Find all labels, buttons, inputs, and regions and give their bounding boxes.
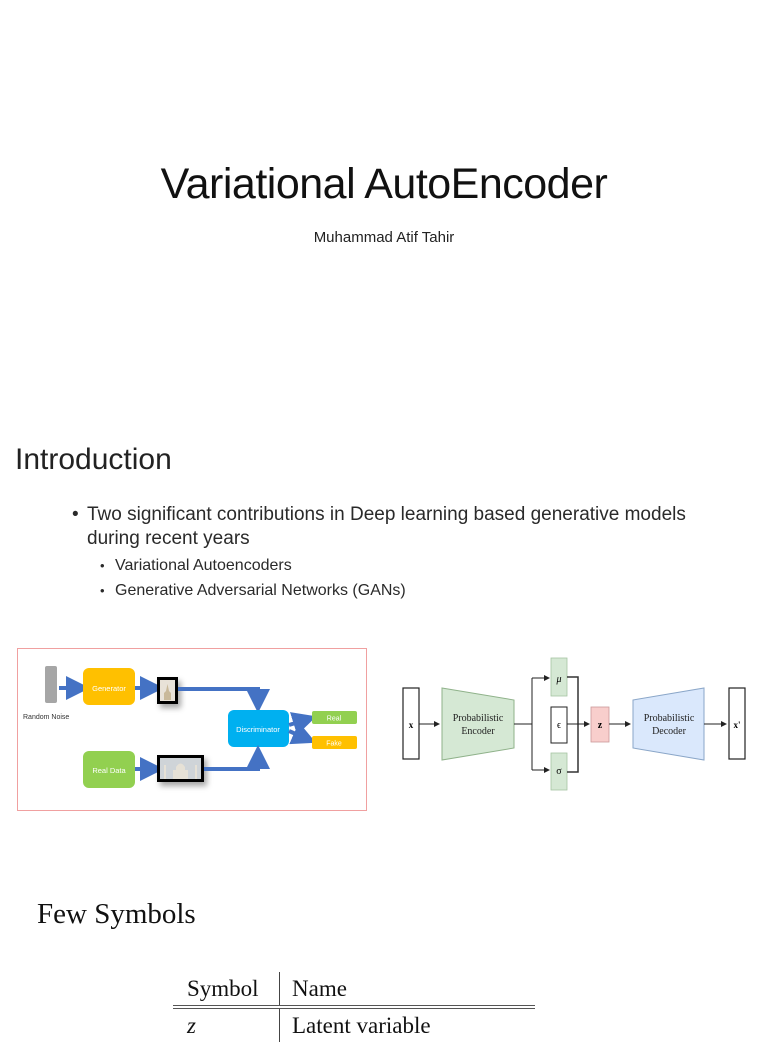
gan-diagram-svg: Random Noise Generator Discriminator Rea…	[23, 666, 357, 788]
noise-label: Random Noise	[23, 714, 69, 721]
output-x-box	[728, 687, 746, 760]
cell-symbol: z	[173, 1009, 280, 1042]
arrow-fake-discriminator	[178, 687, 270, 713]
bullet-item: Two significant contributions in Deep le…	[72, 503, 712, 551]
gan-diagram: Random Noise Generator Discriminator Rea…	[17, 648, 367, 811]
arrow-real-discriminator	[204, 745, 270, 771]
symbols-heading: Few Symbols	[37, 898, 196, 930]
cell-name: Latent variable	[292, 1012, 431, 1038]
vae-diagram: x Probabilistic Encoder μ ϵ σ z Probabil…	[398, 652, 753, 794]
real-data-label: Real Data	[92, 766, 126, 775]
output-x-label: x'	[733, 720, 740, 730]
discriminator-label: Discriminator	[236, 725, 280, 734]
intro-heading: Introduction	[15, 443, 172, 476]
title-slide-author: Muhammad Atif Tahir	[313, 229, 455, 246]
header-name: Name	[292, 975, 347, 1001]
sub-bullet-item: Variational Autoencoders	[100, 553, 712, 578]
decoder-label-line2: Decoder	[652, 726, 687, 737]
output-fake-label: Fake	[326, 741, 342, 748]
symbols-table: Symbol Name z Latent variable	[173, 972, 535, 1042]
table-row: z Latent variable	[173, 1009, 535, 1042]
encoder-shape	[441, 687, 515, 761]
latent-z-label: z	[598, 720, 603, 731]
generated-image	[157, 677, 178, 704]
noise-vector-shape	[45, 666, 57, 703]
output-real-box	[312, 711, 357, 724]
real-image	[157, 755, 204, 782]
epsilon-box	[550, 706, 568, 744]
generator-box	[83, 668, 135, 705]
output-real-label: Real	[327, 716, 342, 723]
sub-bullet-item: Generative Adversarial Networks (GANs)	[100, 578, 712, 603]
discriminator-box	[228, 710, 289, 747]
vae-diagram-svg: x Probabilistic Encoder μ ϵ σ z Probabil…	[402, 657, 746, 791]
arrow-to-fake	[288, 722, 316, 745]
sub-bullet-list: Variational Autoencoders Generative Adve…	[100, 553, 712, 603]
table-header-row: Symbol Name	[173, 972, 535, 1009]
header-symbol: Symbol	[173, 972, 280, 1005]
input-x-label: x	[409, 720, 414, 730]
title-slide-title: Variational AutoEncoder	[160, 160, 608, 208]
intro-bullet-list: Two significant contributions in Deep le…	[72, 503, 712, 603]
arrow-to-real	[288, 712, 317, 736]
encoder-label-line2: Encoder	[461, 726, 495, 737]
epsilon-label: ϵ	[557, 720, 561, 731]
mu-label: μ	[555, 674, 561, 685]
encoder-label-line1: Probabilistic	[453, 713, 504, 724]
generator-label: Generator	[92, 684, 126, 693]
decoder-shape	[632, 687, 705, 761]
real-data-box	[83, 751, 135, 788]
output-fake-box	[312, 736, 357, 749]
decoder-label-line1: Probabilistic	[644, 713, 695, 724]
sigma-label: σ	[556, 766, 562, 777]
